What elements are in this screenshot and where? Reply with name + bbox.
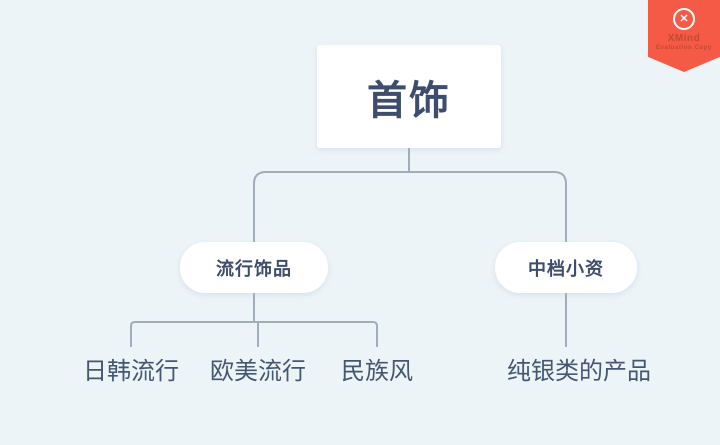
topic-branch-popular-accessories[interactable]: 流行饰品 [180, 242, 328, 293]
topic-branch-midrange[interactable]: 中档小资 [495, 242, 637, 293]
xmind-logo-icon: ✕ [673, 8, 695, 30]
topic-leaf-jp-kr-trend[interactable]: 日韩流行 [83, 358, 179, 385]
topic-leaf-silver-products[interactable]: 纯银类的产品 [507, 358, 651, 385]
watermark-brand: XMind [667, 33, 701, 44]
topic-leaf-eu-us-trend[interactable]: 欧美流行 [210, 358, 306, 385]
topic-leaf-ethnic-style[interactable]: 民族风 [341, 358, 413, 385]
xmind-watermark-ribbon: ✕ XMind Evaluation Copy [648, 0, 720, 72]
topic-root[interactable]: 首饰 [317, 45, 501, 148]
watermark-subtitle: Evaluation Copy [655, 45, 712, 51]
